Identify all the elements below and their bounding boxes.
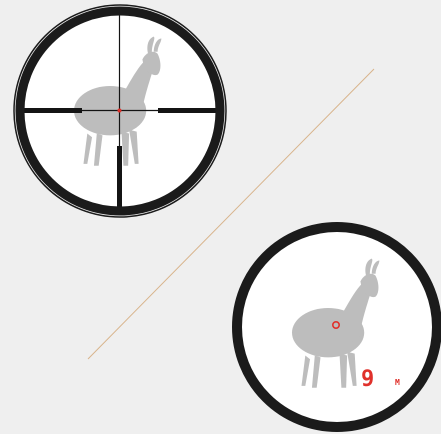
- distance-unit: M: [395, 378, 400, 387]
- distance-value: 9: [361, 367, 374, 392]
- rangefinder-view: 9 M: [237, 227, 437, 427]
- red-dot: [118, 109, 122, 113]
